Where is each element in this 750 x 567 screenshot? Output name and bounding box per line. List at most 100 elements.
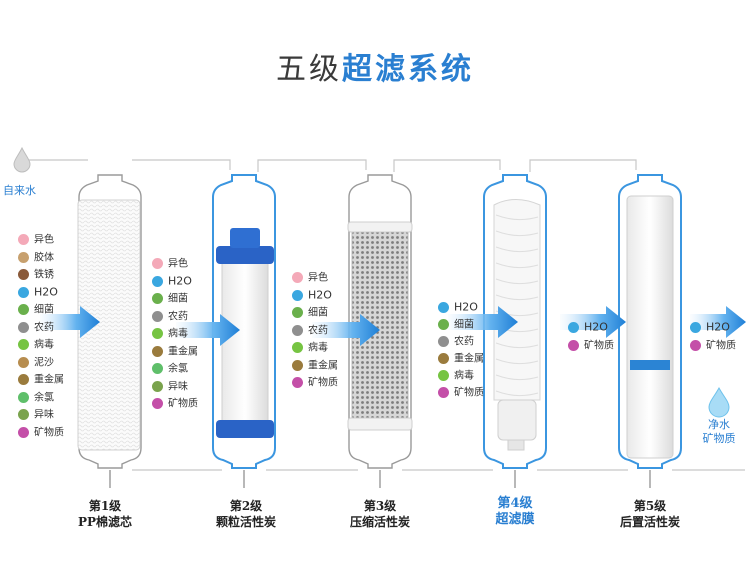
pipe-top-3 xyxy=(393,159,501,172)
pipe-top-2 xyxy=(257,159,367,172)
pure-water-drop-icon xyxy=(708,386,730,418)
uf-fiber-line xyxy=(495,374,539,381)
impurity-icon xyxy=(292,359,303,371)
stage2-item: 矿物质 xyxy=(152,398,198,410)
title-highlight: 超滤系统 xyxy=(342,52,474,87)
impurity-icon xyxy=(18,304,29,315)
stage1-line1: 第1级 xyxy=(88,499,122,513)
impurity-icon xyxy=(292,289,303,301)
stage2-item: 异味 xyxy=(152,380,188,393)
stage3-line2: 压缩活性炭 xyxy=(349,515,410,529)
granular-carbon-bottom-cap xyxy=(216,420,274,438)
granular-carbon-nozzle xyxy=(230,228,260,248)
stage1-item: 铁锈 xyxy=(18,269,54,281)
stage1-name: 第1级 PP棉滤芯 xyxy=(45,498,165,530)
impurity-icon xyxy=(18,251,29,263)
impurity-label: 重金属 xyxy=(168,346,198,357)
impurity-label: 矿物质 xyxy=(168,398,198,410)
impurity-icon xyxy=(438,353,449,364)
housing-frame-1 xyxy=(78,174,142,469)
housing-frame-3 xyxy=(348,174,412,469)
housing-frame-4 xyxy=(483,174,547,469)
output-label-1: 净水 xyxy=(708,418,730,431)
impurity-icon xyxy=(292,324,303,336)
uf-fiber-line xyxy=(495,294,539,301)
stage2-line2: 颗粒活性炭 xyxy=(215,515,276,529)
impurity-label: 细菌 xyxy=(308,307,328,319)
pipe-top-4 xyxy=(529,159,637,172)
stage1-item: 泥沙 xyxy=(18,356,54,369)
impurity-label: 病毒 xyxy=(454,370,474,382)
impurity-icon xyxy=(18,426,29,438)
impurity-icon xyxy=(18,234,29,245)
impurity-label: 异色 xyxy=(308,272,328,284)
impurity-icon xyxy=(438,319,449,330)
impurity-icon xyxy=(438,387,449,398)
impurity-label: 细菌 xyxy=(454,319,474,331)
stage5-item: H2O xyxy=(568,322,608,333)
compressed-carbon-bottom-cap xyxy=(347,417,413,431)
impurity-label: 细菌 xyxy=(34,304,54,316)
flow-arrow-3 xyxy=(312,314,380,346)
impurity-icon xyxy=(152,310,163,322)
impurity-icon xyxy=(438,336,449,347)
impurity-label: 病毒 xyxy=(34,339,54,351)
uf-fiber-line xyxy=(495,230,539,237)
impurity-icon xyxy=(18,374,29,385)
stage1-item: 胶体 xyxy=(18,251,54,264)
impurity-icon xyxy=(690,322,701,333)
stage3-item: 农药 xyxy=(292,324,328,337)
uf-fiber-line xyxy=(495,390,539,397)
stage4-item: 矿物质 xyxy=(438,387,484,399)
uf-membrane-outlet xyxy=(507,439,525,451)
stage1-item: 矿物质 xyxy=(18,426,64,439)
stage3-item: 异色 xyxy=(292,272,328,284)
impurity-icon xyxy=(152,328,163,339)
impurity-label: H2O xyxy=(584,320,608,334)
impurity-label: 泥沙 xyxy=(34,357,54,368)
impurity-label: 病毒 xyxy=(308,342,328,354)
stage4-item: 农药 xyxy=(438,336,474,348)
impurity-label: 矿物质 xyxy=(706,340,736,352)
stage2-item: H2O xyxy=(152,275,192,287)
impurity-label: 重金属 xyxy=(34,374,64,386)
stage1-item: 细菌 xyxy=(18,304,54,316)
impurity-label: 异味 xyxy=(34,409,54,421)
impurity-icon xyxy=(18,391,29,403)
stage6-item: 矿物质 xyxy=(690,340,736,352)
uf-membrane-base xyxy=(497,399,537,441)
impurity-icon xyxy=(292,342,303,353)
impurity-icon xyxy=(18,321,29,333)
stage4-name: 第4级 超滤膜 xyxy=(455,496,575,528)
stage1-item: 病毒 xyxy=(18,339,54,351)
stage4-item: 病毒 xyxy=(438,370,474,382)
impurity-icon xyxy=(18,356,29,368)
impurity-icon xyxy=(18,269,29,280)
stage2-item: 农药 xyxy=(152,310,188,323)
impurity-icon xyxy=(292,377,303,388)
water-drop-icon xyxy=(13,146,31,173)
stage4-line2: 超滤膜 xyxy=(495,512,535,527)
stage1-item: 余氯 xyxy=(18,391,54,404)
impurity-label: 胶体 xyxy=(34,252,54,263)
uf-fiber-line xyxy=(495,358,539,365)
impurity-icon xyxy=(690,340,701,351)
stage3-line1: 第3级 xyxy=(363,499,397,513)
impurity-icon xyxy=(152,363,163,374)
compressed-carbon-top-cap xyxy=(347,221,413,233)
impurity-icon xyxy=(292,272,303,283)
impurity-icon xyxy=(438,370,449,381)
stage2-item: 余氯 xyxy=(152,363,188,375)
impurity-label: 农药 xyxy=(308,325,328,336)
impurity-label: 农药 xyxy=(34,322,54,333)
impurity-label: 矿物质 xyxy=(584,340,614,352)
impurity-label: H2O xyxy=(34,285,58,298)
impurity-label: 异色 xyxy=(34,234,54,246)
uf-fiber-line xyxy=(495,342,539,349)
impurity-icon xyxy=(292,307,303,318)
stage1-item: 重金属 xyxy=(18,374,64,386)
impurity-icon xyxy=(152,293,163,304)
impurity-label: 细菌 xyxy=(168,293,188,305)
stage1-item: 农药 xyxy=(18,321,54,334)
